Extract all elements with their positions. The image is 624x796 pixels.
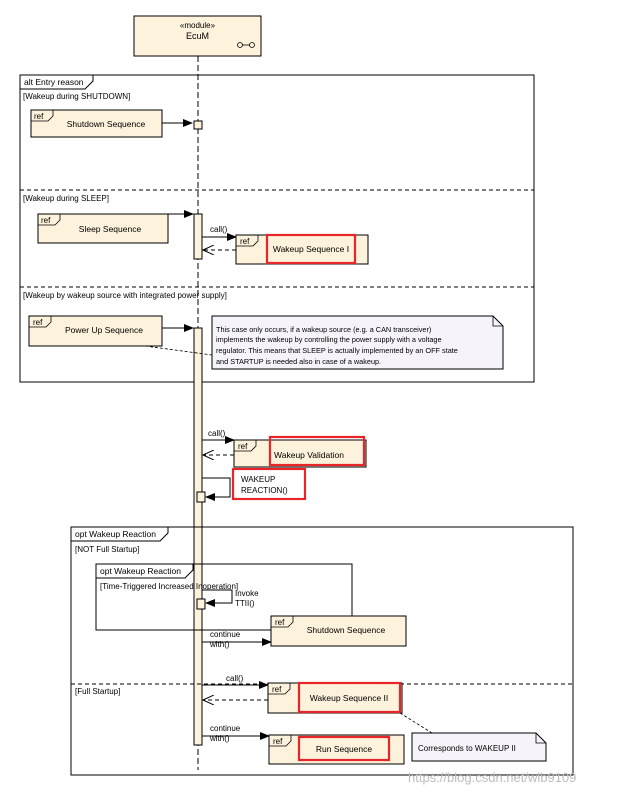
self-message-reaction: [202, 477, 231, 501]
alt-guard-1: [Wakeup during SHUTDOWN]: [23, 92, 130, 101]
highlight-box: [297, 735, 391, 762]
message-call-3: call(): [226, 674, 244, 683]
opt-inner-label: opt Wakeup Reaction: [100, 566, 181, 576]
alt-guard-3: [Wakeup by wakeup source with integrated…: [23, 291, 227, 300]
ref-keyword: ref: [41, 216, 51, 225]
alt-guard-2: [Wakeup during SLEEP]: [23, 194, 109, 203]
ref-keyword: ref: [240, 237, 250, 246]
ref-shutdown-sequence-2[interactable]: ref Shutdown Sequence: [270, 615, 407, 647]
note-line-4: and STARTUP is needed also in case of a …: [216, 357, 381, 366]
message-call-1: call(): [210, 225, 228, 234]
note-power-supply: This case only occurs, if a wakeup sourc…: [211, 315, 504, 370]
reaction-line-1: WAKEUP: [241, 475, 275, 484]
module-stereotype: «module»: [180, 21, 216, 30]
message-call-2: call(): [208, 429, 226, 438]
ref-keyword: ref: [238, 442, 248, 451]
ref-sleep-sequence[interactable]: ref Sleep Sequence: [37, 213, 169, 244]
opt-outer-label: opt Wakeup Reaction: [75, 529, 156, 539]
ref-wakeup-validation[interactable]: ref Wakeup Validation: [233, 435, 367, 468]
alt-fragment: alt Entry reason [Wakeup during SHUTDOWN…: [19, 74, 535, 383]
alt-label: alt Entry reason: [24, 77, 84, 87]
continue-1-line-2: with(): [209, 640, 230, 649]
module-ecum[interactable]: «module» EcuM: [133, 15, 262, 57]
note-line-3: regulator. This means that SLEEP is actu…: [216, 346, 458, 355]
ref-label: Wakeup Sequence I: [273, 244, 349, 254]
ref-shutdown-sequence[interactable]: ref Shutdown Sequence: [30, 109, 163, 138]
ref-label: Run Sequence: [316, 744, 373, 754]
opt-inner-guard: [Time-Triggered Increased Inoperation]: [100, 582, 238, 591]
highlight-box: [231, 467, 307, 501]
reaction-line-2: REACTION(): [241, 486, 288, 495]
opt-fragment-inner: opt Wakeup Reaction [Time-Triggered Incr…: [95, 563, 353, 631]
activation-sleep: [193, 213, 203, 260]
opt-fragment-outer: opt Wakeup Reaction [NOT Full Startup] […: [70, 526, 574, 776]
continue-2-line-1: continue: [210, 724, 241, 733]
activation-main: [193, 327, 203, 746]
highlight-box: [268, 435, 366, 467]
ref-label: Power Up Sequence: [65, 325, 143, 335]
continue-2-line-2: with(): [209, 734, 230, 743]
self-message-invoke: [202, 589, 233, 607]
ref-label: Wakeup Validation: [274, 450, 344, 460]
ref-run-sequence[interactable]: ref Run Sequence: [268, 734, 405, 765]
ref-label: Sleep Sequence: [79, 224, 142, 234]
ref-keyword: ref: [272, 685, 282, 694]
note-wakeup-ii: Corresponds to WAKEUP II: [411, 732, 547, 762]
highlight-box: [265, 233, 357, 265]
watermark: https://blog.csdn.net/wlb9109: [408, 770, 576, 785]
opt-outer-guard-2: [Full Startup]: [75, 687, 120, 696]
ref-keyword: ref: [33, 318, 43, 327]
ref-wakeup-sequence-1[interactable]: ref Wakeup Sequence I: [235, 233, 369, 265]
note-line-1: This case only occurs, if a wakeup sourc…: [216, 325, 431, 334]
wakeup-reaction[interactable]: WAKEUP REACTION(): [231, 467, 307, 501]
ref-wakeup-sequence-2[interactable]: ref Wakeup Sequence II: [267, 681, 403, 714]
ref-keyword: ref: [275, 618, 285, 627]
opt-outer-guard-1: [NOT Full Startup]: [75, 545, 139, 554]
invoke-line-2: TTII(): [235, 599, 255, 608]
ref-keyword: ref: [34, 112, 44, 121]
note-line-2: implements the wakeup by controlling the…: [216, 335, 442, 344]
note2-text: Corresponds to WAKEUP II: [418, 744, 516, 753]
module-name: EcuM: [186, 31, 209, 41]
component-icon: [237, 42, 255, 48]
ref-keyword: ref: [273, 737, 283, 746]
ref-label: Shutdown Sequence: [307, 625, 386, 635]
ref-label: Shutdown Sequence: [67, 119, 146, 129]
ref-label: Wakeup Sequence II: [310, 693, 389, 703]
ref-power-up-sequence[interactable]: ref Power Up Sequence: [28, 315, 163, 347]
highlight-box: [297, 681, 402, 714]
invoke-line-1: Invoke: [235, 589, 259, 598]
activation-small-1: [193, 120, 203, 130]
continue-1-line-1: continue: [210, 630, 241, 639]
